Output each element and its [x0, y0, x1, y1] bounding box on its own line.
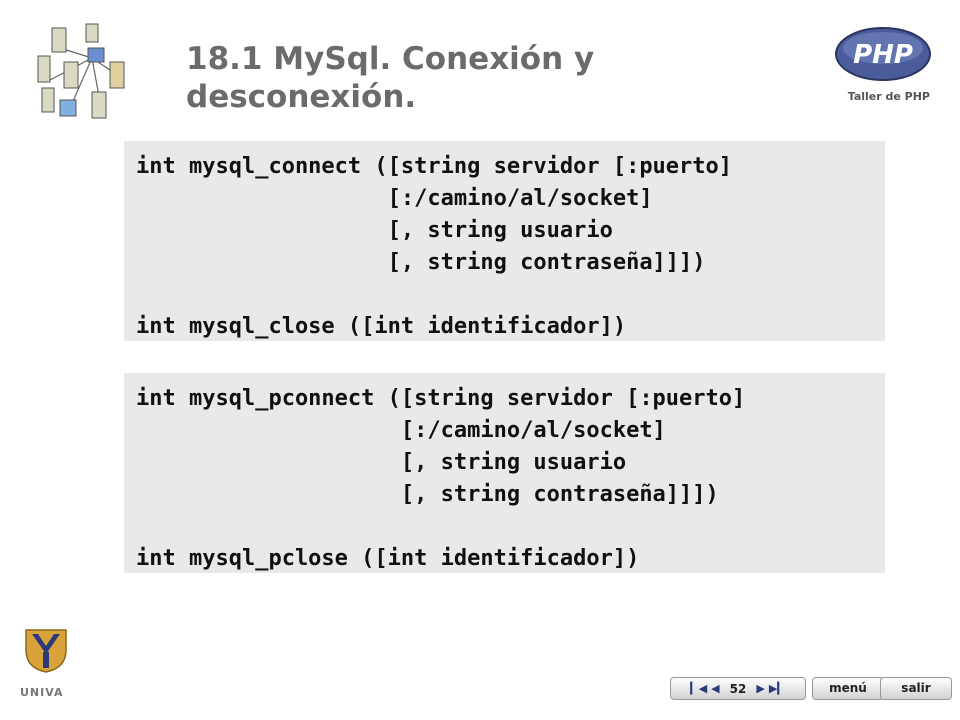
univa-logo [25, 629, 67, 673]
menu-button[interactable]: menú [812, 677, 884, 700]
course-subtitle: Taller de PHP [847, 90, 930, 103]
exit-button[interactable]: salir [880, 677, 952, 700]
code-block-connect: int mysql_connect ([string servidor [:pu… [124, 141, 885, 341]
code-block-pconnect: int mysql_pconnect ([string servidor [:p… [124, 373, 885, 573]
first-slide-icon[interactable]: ▎◀ [690, 682, 708, 695]
univa-label: UNIVA [20, 686, 64, 699]
prev-slide-icon[interactable]: ◀ [711, 682, 720, 695]
page-number: 52 [729, 681, 747, 696]
php-logo: PHP [835, 27, 931, 81]
last-slide-icon[interactable]: ▶▎ [768, 682, 786, 695]
code-text-connect: int mysql_connect ([string servidor [:pu… [136, 154, 733, 339]
page-title: 18.1 MySql. Conexión y desconexión. [186, 41, 595, 115]
php-logo-text: PHP [853, 40, 913, 70]
next-slide-icon[interactable]: ▶ [756, 682, 765, 695]
code-text-pconnect: int mysql_pconnect ([string servidor [:p… [136, 386, 746, 571]
slide-navigation: ▎◀ ◀ 52 ▶ ▶▎ [670, 677, 806, 700]
network-servers-icon [37, 23, 125, 119]
